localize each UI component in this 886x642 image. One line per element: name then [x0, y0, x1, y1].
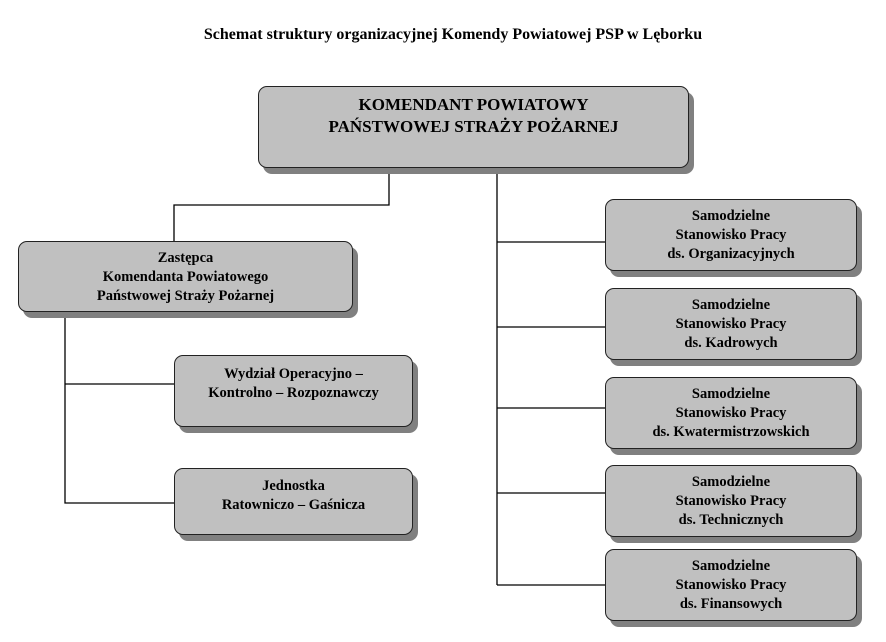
connector-deputy-trunk	[64, 312, 174, 504]
box-line: Wydział Operacyjno –	[224, 366, 363, 382]
independent-post-box: Samodzielne Stanowisko Pracy ds. Finanso…	[605, 549, 857, 621]
deputy-unit-box: Wydział Operacyjno – Kontrolno – Rozpozn…	[174, 355, 413, 427]
box-line: Jednostka	[262, 478, 325, 494]
box-line: Samodzielne	[691, 208, 771, 224]
box-line: ds. Finansowych	[679, 596, 783, 612]
deputy-unit-box: Jednostka Ratowniczo – Gaśnicza	[174, 468, 413, 535]
independent-post-box: Samodzielne Stanowisko Pracy ds. Kadrowy…	[605, 288, 857, 360]
box-line: Komendanta Powiatowego	[102, 269, 269, 285]
box-line: Stanowisko Pracy	[675, 405, 787, 421]
box-line: Samodzielne	[691, 474, 771, 490]
box-line: ds. Kadrowych	[684, 335, 778, 351]
box-line: KOMENDANT POWIATOWY	[358, 95, 589, 114]
box-line: ds. Organizacyjnych	[667, 246, 795, 262]
box-line: Państwowej Straży Pożarnej	[96, 288, 275, 304]
box-line: ds. Technicznych	[678, 512, 784, 528]
chart-title: Schemat struktury organizacyjnej Komendy…	[203, 26, 703, 43]
box-line: Stanowisko Pracy	[675, 227, 787, 243]
deputy-box: Zastępca Komendanta Powiatowego Państwow…	[18, 241, 353, 312]
box-line: Stanowisko Pracy	[675, 493, 787, 509]
box-line: Zastępca	[157, 250, 214, 266]
box-line: Stanowisko Pracy	[675, 316, 787, 332]
box-line: PAŃSTWOWEJ STRAŻY POŻARNEJ	[328, 117, 619, 136]
box-line: Samodzielne	[691, 558, 771, 574]
connector-commander-deputy	[173, 168, 390, 241]
box-line: Samodzielne	[691, 386, 771, 402]
box-line: ds. Kwatermistrzowskich	[652, 424, 810, 440]
independent-post-box: Samodzielne Stanowisko Pracy ds. Kwaterm…	[605, 377, 857, 449]
box-line: Ratowniczo – Gaśnicza	[221, 497, 366, 513]
box-line: Samodzielne	[691, 297, 771, 313]
commander-box: KOMENDANT POWIATOWY PAŃSTWOWEJ STRAŻY PO…	[258, 86, 689, 168]
independent-post-box: Samodzielne Stanowisko Pracy ds. Organiz…	[605, 199, 857, 271]
box-line: Kontrolno – Rozpoznawczy	[208, 385, 379, 401]
box-line: Stanowisko Pracy	[675, 577, 787, 593]
independent-post-box: Samodzielne Stanowisko Pracy ds. Technic…	[605, 465, 857, 537]
